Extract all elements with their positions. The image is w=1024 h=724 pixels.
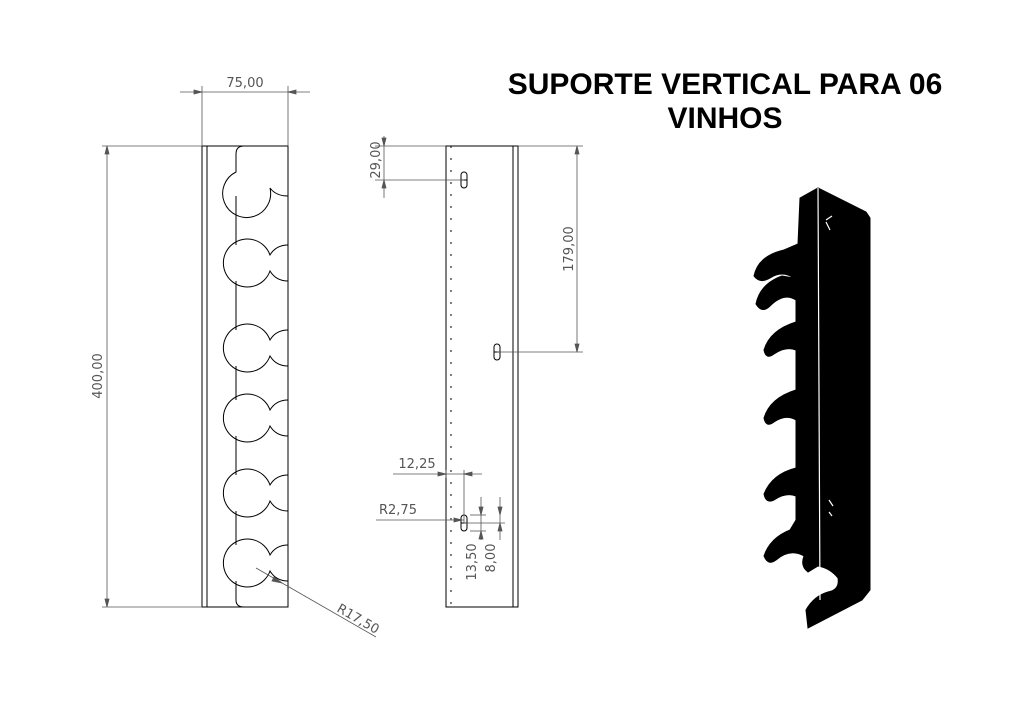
dim-radius-slot-label: R2,75 [379, 503, 417, 518]
dim-radius-cradle [255, 567, 377, 638]
title-line-1: SUPORTE VERTICAL PARA 06 [507, 68, 943, 101]
dim-top-offset-label: 29,00 [369, 141, 384, 178]
front-outline [201, 145, 289, 608]
dim-height [102, 145, 202, 608]
dim-width-label: 75,00 [226, 76, 263, 91]
dim-top-offset [375, 136, 464, 198]
isometric-highlights [817, 187, 834, 601]
dim-width [180, 86, 310, 146]
dim-hole-spacing-label: 179,00 [562, 226, 577, 272]
dim-hole-spacing [497, 145, 583, 353]
side-outline [445, 145, 519, 608]
front-view [201, 145, 289, 608]
dim-edge-offset-label: 12,25 [398, 457, 435, 472]
isometric-silhouette [753, 187, 871, 629]
front-spine-lines [235, 196, 245, 608]
title-line-2: VINHOS [667, 102, 783, 135]
dim-slot-offset-a-label: 13,50 [465, 543, 480, 580]
dim-radius-cradle-label: R17,50 [334, 601, 382, 637]
dim-slot-offset-b-label: 8,00 [484, 544, 499, 573]
dim-edge-offset [393, 470, 482, 523]
isometric-part [753, 187, 871, 629]
dim-slot-offsets [464, 497, 505, 540]
dim-radius-slot [376, 517, 464, 523]
drawing-title: SUPORTE VERTICAL PARA 06 VINHOS [470, 68, 980, 136]
front-cradle-profile [222, 145, 289, 588]
dim-height-label: 400,00 [91, 353, 106, 399]
